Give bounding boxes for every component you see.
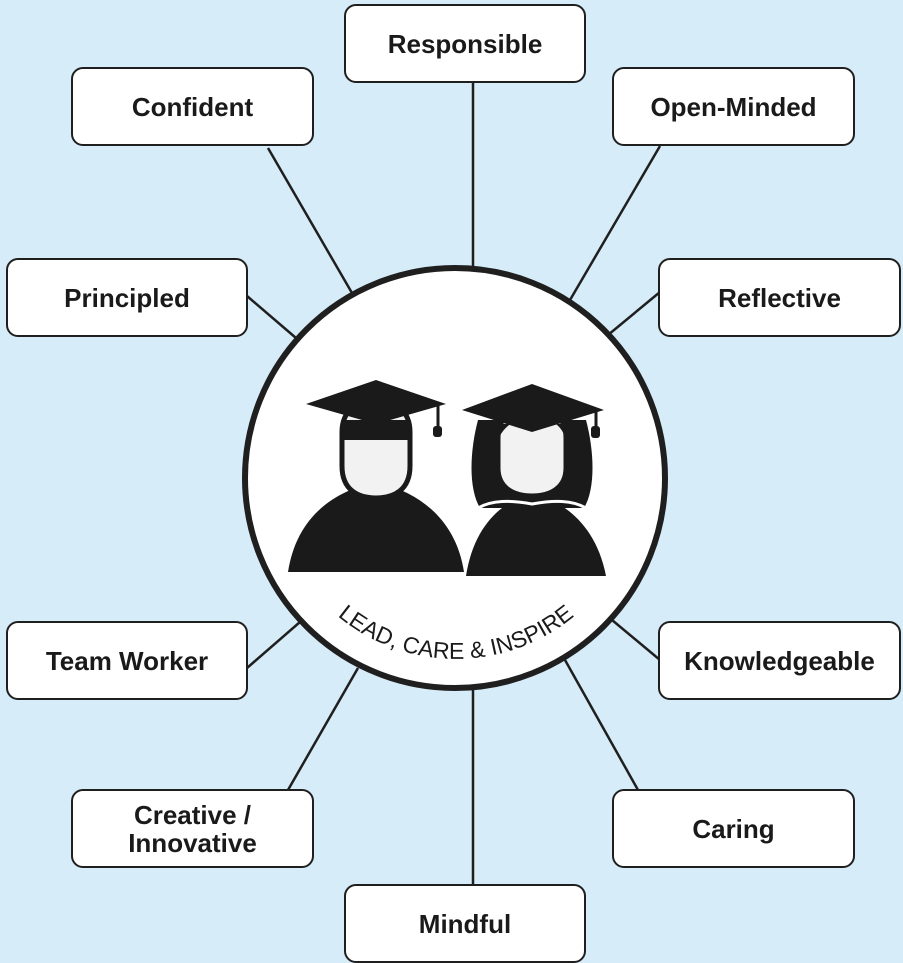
node-creative-innovative: Creative / Innovative bbox=[71, 789, 314, 868]
graduates-icon bbox=[288, 380, 606, 576]
node-label: Responsible bbox=[387, 28, 543, 59]
node-label: Open-Minded bbox=[650, 91, 817, 122]
male-graduate-icon bbox=[288, 380, 464, 572]
node-confident: Confident bbox=[71, 67, 314, 146]
node-reflective: Reflective bbox=[658, 258, 901, 337]
node-responsible: Responsible bbox=[344, 4, 586, 83]
node-label: Creative / Innovative bbox=[128, 799, 257, 858]
node-label: Reflective bbox=[718, 282, 841, 313]
node-knowledgeable: Knowledgeable bbox=[658, 621, 901, 700]
node-label: Team Worker bbox=[45, 645, 209, 676]
node-team-worker: Team Worker bbox=[6, 621, 248, 700]
female-graduate-icon bbox=[462, 384, 606, 576]
node-label: Knowledgeable bbox=[684, 645, 875, 676]
center-circle bbox=[242, 265, 668, 691]
node-open-minded: Open-Minded bbox=[612, 67, 855, 146]
node-label: Principled bbox=[64, 282, 190, 313]
connectors bbox=[246, 82, 662, 886]
node-caring: Caring bbox=[612, 789, 855, 868]
node-label: Caring bbox=[692, 813, 775, 844]
connector-caring bbox=[563, 659, 640, 791]
connector-knowledgeable bbox=[611, 619, 661, 661]
node-mindful: Mindful bbox=[344, 884, 586, 963]
node-label: Mindful bbox=[418, 908, 512, 939]
node-label: Confident bbox=[131, 91, 254, 122]
connector-reflective bbox=[607, 291, 661, 336]
connector-principled bbox=[246, 295, 297, 339]
node-principled: Principled bbox=[6, 258, 248, 337]
connector-open-minded bbox=[568, 145, 662, 301]
connector-team-worker bbox=[246, 621, 301, 669]
connector-confident bbox=[266, 147, 354, 294]
connector-creative bbox=[286, 667, 360, 791]
